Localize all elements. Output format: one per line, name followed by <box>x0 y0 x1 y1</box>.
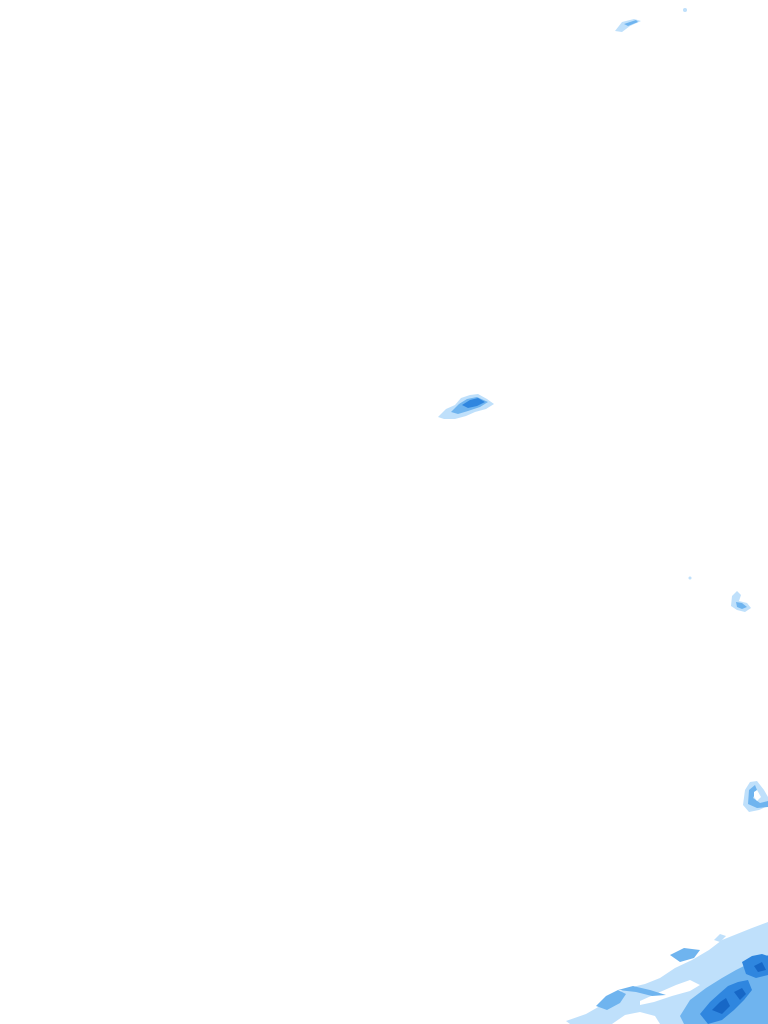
echo-cell-center <box>438 394 494 419</box>
echo-cell-right-middle <box>688 576 751 612</box>
echo-band-bottom-right <box>566 922 768 1024</box>
echo-cell-right-edge <box>743 781 768 812</box>
echo-cell-top-right <box>615 8 687 32</box>
